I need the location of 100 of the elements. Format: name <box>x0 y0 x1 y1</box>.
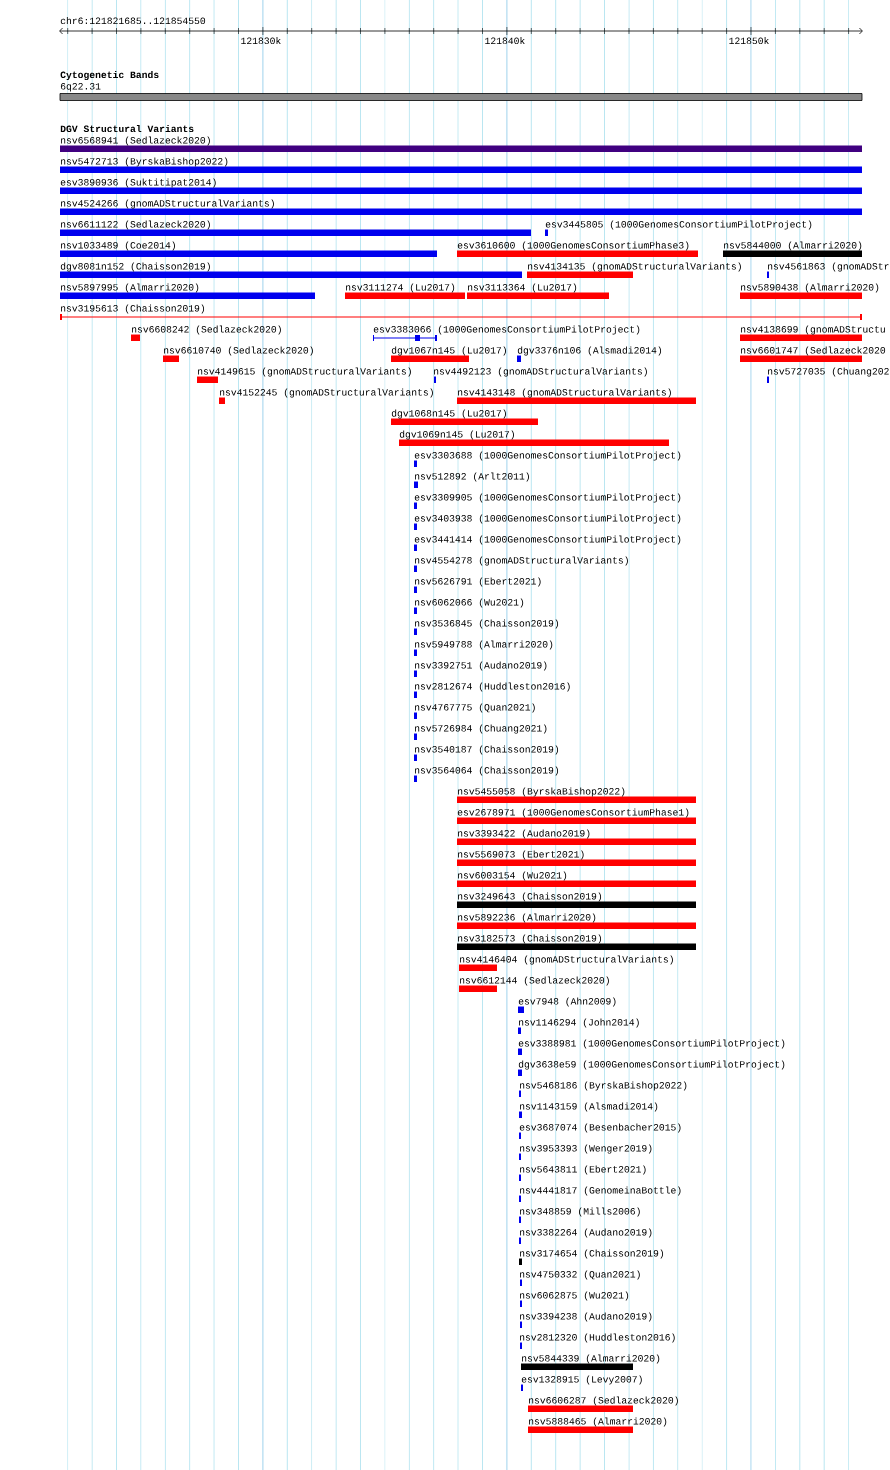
variant-feature: nsv3113364 (Lu2017) <box>467 283 609 299</box>
node-label: nsv3174654 (Chaisson2019) <box>520 1249 664 1259</box>
variant-feature: nsv3174654 (Chaisson2019) <box>519 1249 664 1265</box>
node-label: nsv3393422 (Audano2019) <box>458 829 590 839</box>
node-label: nsv6062875 (Wu2021) <box>520 1291 629 1301</box>
node-label: nsv3394238 (Audano2019) <box>520 1312 652 1322</box>
node-label: esv2678971 (1000GenomesConsortiumPhase1) <box>457 808 689 818</box>
variant-feature: nsv1033489 (Coe2014) <box>60 241 437 257</box>
node-label: esv3403938 (1000GenomesConsortiumPilotProject) <box>414 514 681 524</box>
node-label: 6q22.31 <box>60 83 101 92</box>
node-label: nsv4146404 (gnomADStructuralVariants) <box>460 955 673 965</box>
variant-feature: nsv6062875 (Wu2021) <box>520 1291 629 1307</box>
node-label: nsv3111274 (Lu2017) <box>346 283 455 293</box>
node-label: esv3388981 (1000GenomesConsortiumPilotProject) <box>518 1039 785 1049</box>
node-label: nsv6608242 (Sedlazeck2020) <box>132 325 281 335</box>
node-label: nsv5949788 (Almarri2020) <box>415 640 553 650</box>
node-label: nsv4561863 (gnomADStr <box>768 262 889 272</box>
variant-feature: nsv4138699 (gnomADStructu <box>740 325 885 341</box>
cytoband-bar: 6q22.31 <box>59 83 863 101</box>
variant-feature: esv3383066 (1000GenomesConsortiumPilotProject) <box>372 325 640 341</box>
node-label: nsv6601747 (Sedlazeck2020 <box>741 346 886 356</box>
variant-feature: nsv4767775 (Quan2021) <box>414 703 535 719</box>
variant-feature: nsv6610740 (Sedlazeck2020) <box>163 346 313 362</box>
variant-feature: nsv5888465 (Almarri2020) <box>528 1417 667 1433</box>
variant-feature: nsv5890438 (Almarri2020) <box>740 283 879 299</box>
variant-feature: esv3388981 (1000GenomesConsortiumPilotProject) <box>518 1039 785 1055</box>
node-label: dgv3376n106 (Alsmadi2014) <box>517 346 662 356</box>
variant-feature: esv3890936 (Suktitipat2014) <box>60 178 862 194</box>
variant-feature: dgv3638e59 (1000GenomesConsortiumPilotProject) <box>518 1060 785 1076</box>
variant-feature: esv3403938 (1000GenomesConsortiumPilotProject) <box>414 514 681 530</box>
node-label: nsv4750332 (Quan2021) <box>520 1270 640 1280</box>
track-heading: Cytogenetic Bands <box>60 71 159 81</box>
variant-feature: nsv5472713 (ByrskaBishop2022) <box>60 157 862 173</box>
node-label: esv3890936 (Suktitipat2014) <box>60 178 216 188</box>
node-label: nsv1146294 (John2014) <box>519 1018 639 1028</box>
node-label: esv1328915 (Levy2007) <box>521 1375 642 1385</box>
variant-feature: nsv3382264 (Audano2019) <box>519 1228 652 1244</box>
variant-feature: nsv3393422 (Audano2019) <box>457 829 696 845</box>
variant-feature: nsv5892236 (Almarri2020) <box>457 913 696 929</box>
node-label: nsv6611122 (Sedlazeck2020) <box>61 220 210 230</box>
node-label: nsv3382264 (Audano2019) <box>520 1228 652 1238</box>
node-label: nsv5727035 (Chuang202 <box>768 367 889 377</box>
variant-feature: nsv5455058 (ByrskaBishop2022) <box>457 787 696 803</box>
node-label: dgv1069n145 (Lu2017) <box>399 430 514 440</box>
variant-feature: esv3610600 (1000GenomesConsortiumPhase3) <box>457 241 698 257</box>
variant-feature: nsv5897995 (Almarri2020) <box>60 283 315 299</box>
variant-feature: nsv4524266 (gnomADStructuralVariants) <box>60 199 862 215</box>
variant-feature: nsv4149615 (gnomADStructuralVariants) <box>197 367 411 383</box>
node-label: nsv5643811 (Ebert2021) <box>520 1165 646 1175</box>
variant-feature: nsv4554278 (gnomADStructuralVariants) <box>414 556 628 572</box>
variant-feature: nsv512892 (Arlt2011) <box>414 472 529 488</box>
variant-feature: nsv5727035 (Chuang202 <box>767 367 889 383</box>
node-label: dgv1068n145 (Lu2017) <box>391 409 506 419</box>
variant-feature: nsv4492123 (gnomADStructuralVariants) <box>434 367 647 383</box>
node-label: nsv6568941 (Sedlazeck2020) <box>61 136 210 146</box>
variant-feature: esv3687074 (Besenbacher2015) <box>519 1123 681 1139</box>
variant-feature: esv3445805 (1000GenomesConsortiumPilotProject) <box>545 220 812 236</box>
node-label: nsv3392751 (Audano2019) <box>415 661 547 671</box>
node-label: esv3441414 (1000GenomesConsortiumPilotProject) <box>414 535 681 545</box>
variant-feature: nsv6612144 (Sedlazeck2020) <box>459 976 609 992</box>
node-label: nsv5844339 (Almarri2020) <box>522 1354 660 1364</box>
node-label: nsv6062066 (Wu2021) <box>415 598 524 608</box>
variant-feature: nsv348859 (Mills2006) <box>519 1207 640 1223</box>
variant-feature: nsv4134135 (gnomADStructuralVariants) <box>527 262 741 278</box>
variant-feature: nsv1143159 (Alsmadi2014) <box>519 1102 658 1118</box>
variant-feature: dgv8081n152 (Chaisson2019) <box>60 262 522 278</box>
variant-feature: esv7948 (Ahn2009) <box>518 997 616 1013</box>
node-label: nsv3953393 (Wenger2019) <box>520 1144 652 1154</box>
variant-feature: nsv4143148 (gnomADStructuralVariants) <box>457 388 696 404</box>
node-label: nsv4554278 (gnomADStructuralVariants) <box>415 556 628 566</box>
variant-feature: esv3309905 (1000GenomesConsortiumPilotProject) <box>414 493 681 509</box>
variant-feature: nsv3392751 (Audano2019) <box>414 661 547 677</box>
track-heading: DGV Structural Variants <box>60 125 194 133</box>
node-label: esv3610600 (1000GenomesConsortiumPhase3) <box>457 241 689 251</box>
node-label: nsv5472713 (ByrskaBishop2022) <box>61 157 228 167</box>
variant-feature: nsv3953393 (Wenger2019) <box>519 1144 652 1160</box>
node-label: nsv5890438 (Almarri2020) <box>741 283 879 293</box>
variant-feature: dgv1067n145 (Lu2017) <box>391 346 506 362</box>
variant-feature: nsv6608242 (Sedlazeck2020) <box>131 325 281 341</box>
node-label: nsv348859 (Mills2006) <box>520 1207 640 1217</box>
node-label: esv3687074 (Besenbacher2015) <box>519 1123 681 1133</box>
node-label: esv3383066 (1000GenomesConsortiumPilotProject) <box>373 325 640 335</box>
variant-feature: nsv6062066 (Wu2021) <box>414 598 524 614</box>
node-label: esv3303688 (1000GenomesConsortiumPilotProject) <box>414 451 681 461</box>
variant-feature: nsv3564064 (Chaisson2019) <box>414 766 559 782</box>
node-label: nsv1143159 (Alsmadi2014) <box>520 1102 658 1112</box>
node-label: nsv3536845 (Chaisson2019) <box>415 619 559 629</box>
node-label: nsv4441817 (GenomeinaBottle) <box>520 1186 681 1196</box>
node-label: nsv5626791 (Ebert2021) <box>415 577 541 587</box>
node-label: esv3445805 (1000GenomesConsortiumPilotProject) <box>545 220 812 230</box>
variant-feature: nsv5626791 (Ebert2021) <box>414 577 541 593</box>
variant-feature: nsv4561863 (gnomADStr <box>767 262 889 278</box>
variant-feature: esv3441414 (1000GenomesConsortiumPilotProject) <box>414 535 681 551</box>
node-label: nsv5888465 (Almarri2020) <box>529 1417 667 1427</box>
node-label: dgv3638e59 (1000GenomesConsortiumPilotProject) <box>518 1060 785 1070</box>
node-label: nsv6610740 (Sedlazeck2020) <box>164 346 313 356</box>
node-label: dgv8081n152 (Chaisson2019) <box>60 262 210 272</box>
node-label: nsv5897995 (Almarri2020) <box>61 283 199 293</box>
node-label: nsv3195613 (Chaisson2019) <box>61 304 205 314</box>
tick-label: 121850k <box>729 37 769 45</box>
